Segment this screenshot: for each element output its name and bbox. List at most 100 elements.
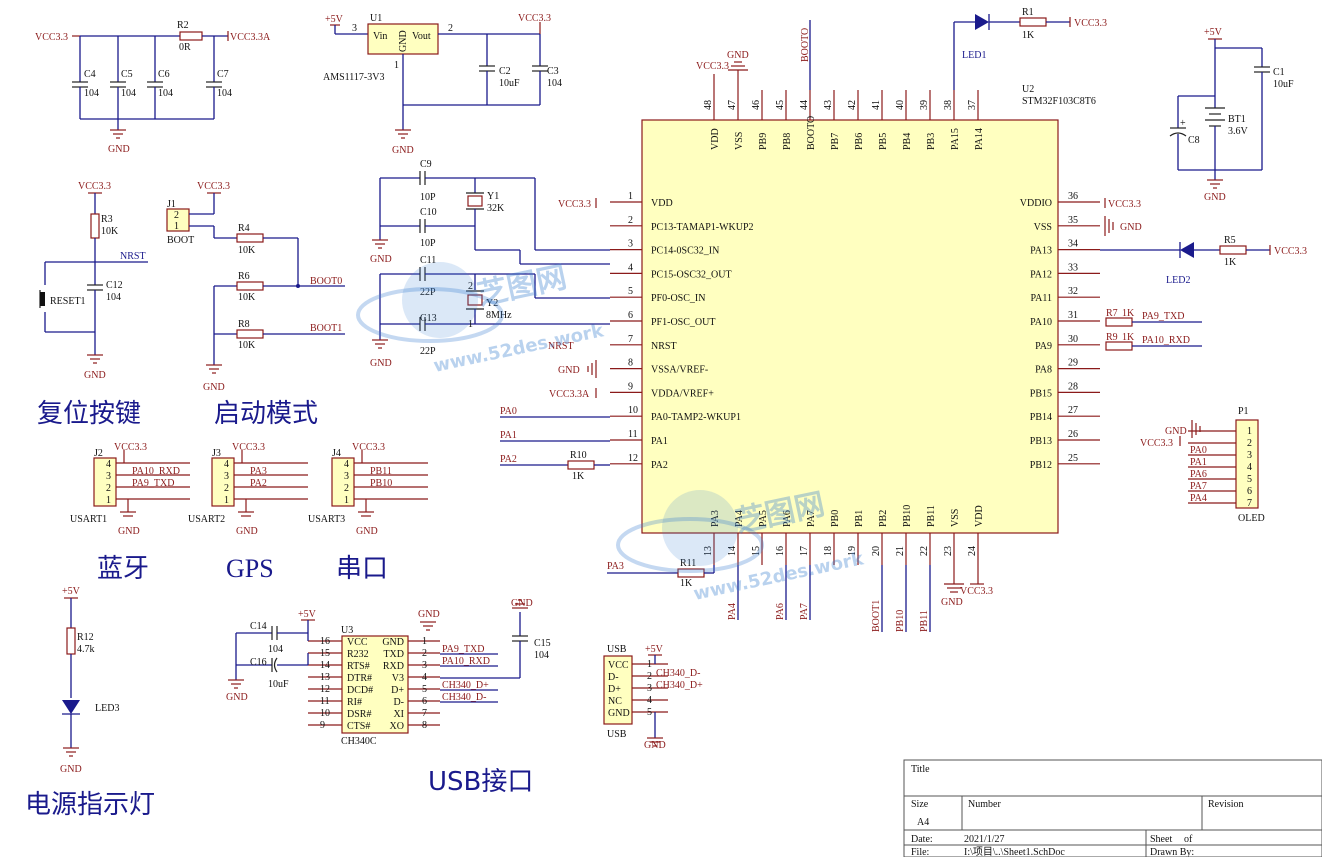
mcu-pin-number: 2 [628, 215, 633, 226]
c3-ref: C3 [547, 66, 559, 77]
c5-value: 104 [121, 88, 136, 99]
mcu-pin-number: 18 [823, 546, 834, 556]
r6-ref: R6 [238, 271, 250, 282]
usb-pin-number: 2 [647, 671, 652, 682]
c7-ref: C7 [217, 69, 229, 80]
section-gps: GPS [226, 554, 274, 583]
ch340-pin-name: TXD [383, 649, 404, 660]
mcu-pin-name: VDDA/VREF+ [651, 388, 714, 399]
mcu-pin-name: BOOTO [806, 116, 817, 150]
mcu-pin-name: PB14 [1030, 412, 1052, 423]
header-net-label: PA2 [250, 478, 267, 489]
mcu-pin-name: VSS [734, 132, 745, 150]
mcu-pin-name: PC15-OSC32_OUT [651, 269, 732, 280]
r12-ref: R12 [77, 632, 94, 643]
gnd-label-reg: GND [392, 145, 414, 156]
left-vcc33a: VCC3.3A [549, 389, 590, 400]
mcu-pin-name: PB10 [902, 505, 913, 527]
mcu-pin-number: 12 [628, 453, 638, 464]
bt1-value: 3.6V [1228, 126, 1249, 137]
boot0-net: BOOT0 [310, 276, 342, 287]
c4-ref: C4 [84, 69, 96, 80]
bottom-boot1-net: BOOT1 [871, 600, 882, 632]
mcu-body [641, 119, 1059, 534]
header-net-label: PB10 [370, 478, 392, 489]
u1-part: AMS1117-3V3 [323, 72, 384, 83]
ch340-ref: U3 [341, 625, 353, 636]
header-pin-number: 2 [344, 483, 349, 494]
mcu-top-extras: VCC3.3 GND BOOTO LED1 R1 1K VCC3.3 [696, 7, 1107, 90]
header-name: USART2 [188, 514, 225, 525]
ch340-pin-name: V3 [392, 673, 404, 684]
gnd-label-xtal2: GND [370, 358, 392, 369]
tb-date: 2021/1/27 [964, 834, 1005, 845]
tb-revision: Revision [1208, 799, 1244, 810]
mcu-pin-number: 5 [628, 286, 633, 297]
mcu-pin-name: PA6 [782, 510, 793, 527]
c8-ref: C8 [1188, 135, 1200, 146]
mcu-pin-number: 38 [943, 100, 954, 110]
header-gnd-label: GND [356, 526, 378, 537]
left-pa1-net: PA1 [500, 430, 517, 441]
mcu-pin-number: 46 [751, 100, 762, 110]
r3-ref: R3 [101, 214, 113, 225]
r7-resistor [1105, 317, 1133, 327]
mcu-pin-name: VSSA/VREF- [651, 365, 708, 376]
gnd-label-ch340b: GND [418, 609, 440, 620]
gnd-label-ch340c: GND [511, 598, 533, 609]
reset-nrst-net: NRST [120, 251, 146, 262]
ch340-body [341, 635, 409, 734]
header-net-label: PA3 [250, 466, 267, 477]
c2-ref: C2 [499, 66, 511, 77]
mcu-pin-name: PA10 [1030, 317, 1052, 328]
c16-value: 10uF [268, 679, 289, 690]
mcu-pin-number: 7 [628, 334, 633, 345]
section-power-led: 电源指示灯 [25, 790, 155, 820]
ch340-pin-number: 5 [422, 684, 427, 695]
mcu-pin-number: 32 [1068, 286, 1078, 297]
header-vcc-label: VCC3.3 [352, 442, 385, 453]
r8-ref: R8 [238, 319, 250, 330]
mcu-pin-number: 35 [1068, 215, 1078, 226]
mcu-pin-number: 11 [628, 429, 638, 440]
oled-pin-number: 2 [1247, 438, 1252, 449]
tb-size-value: A4 [917, 817, 929, 828]
header-ref: J2 [94, 448, 103, 459]
r11-value: 1K [680, 578, 693, 589]
mcu-part: STM32F103C8T6 [1022, 96, 1096, 107]
oled-pin-number: 7 [1247, 498, 1252, 509]
ch340-part: CH340C [341, 736, 377, 747]
header-net-label: PA9_TXD [132, 478, 174, 489]
oled-ref: P1 [1238, 406, 1249, 417]
mcu-bottom-extras: PA3 R11 1K PA4 PA6 PA7 BOOT1 PB10 PB11 G… [607, 558, 993, 632]
r12-resistor [66, 627, 76, 655]
reg-out-net: VCC3.3 [518, 13, 551, 24]
c13-value: 22P [420, 346, 436, 357]
c16-ref: C16 [250, 657, 267, 668]
u1-body [367, 23, 439, 55]
oled-net-label: VCC3.3 [1140, 438, 1173, 449]
mcu-pin-name: PB11 [926, 505, 937, 527]
header-body [331, 457, 355, 507]
c6-value: 104 [158, 88, 173, 99]
ch340-pin-name: DCD# [347, 685, 373, 696]
tb-file-label: File: [911, 847, 929, 857]
bottom-pb10-net: PB10 [895, 610, 906, 632]
gnd-label-ch340a: GND [226, 692, 248, 703]
ch340-rxd-net: PA10_RXD [442, 656, 490, 667]
mcu-pin-number: 33 [1068, 262, 1078, 273]
c14-ref: C14 [250, 621, 267, 632]
r5-value: 1K [1224, 257, 1237, 268]
j1-name: BOOT [167, 235, 194, 246]
mcu-pin-name: PF0-OSC_IN [651, 293, 705, 304]
mcu-pin-name: PC14-0SC32_IN [651, 246, 719, 257]
mcu-pin-number: 26 [1068, 429, 1078, 440]
watermark-logo-1: 芝图网 [474, 260, 569, 313]
led1-diode [975, 14, 989, 30]
mcu-pin-number: 9 [628, 381, 633, 392]
c12-ref: C12 [106, 280, 123, 291]
ch340-pin-name: XI [393, 709, 404, 720]
oled-name: OLED [1238, 513, 1265, 524]
gnd-label-boot: GND [203, 382, 225, 393]
